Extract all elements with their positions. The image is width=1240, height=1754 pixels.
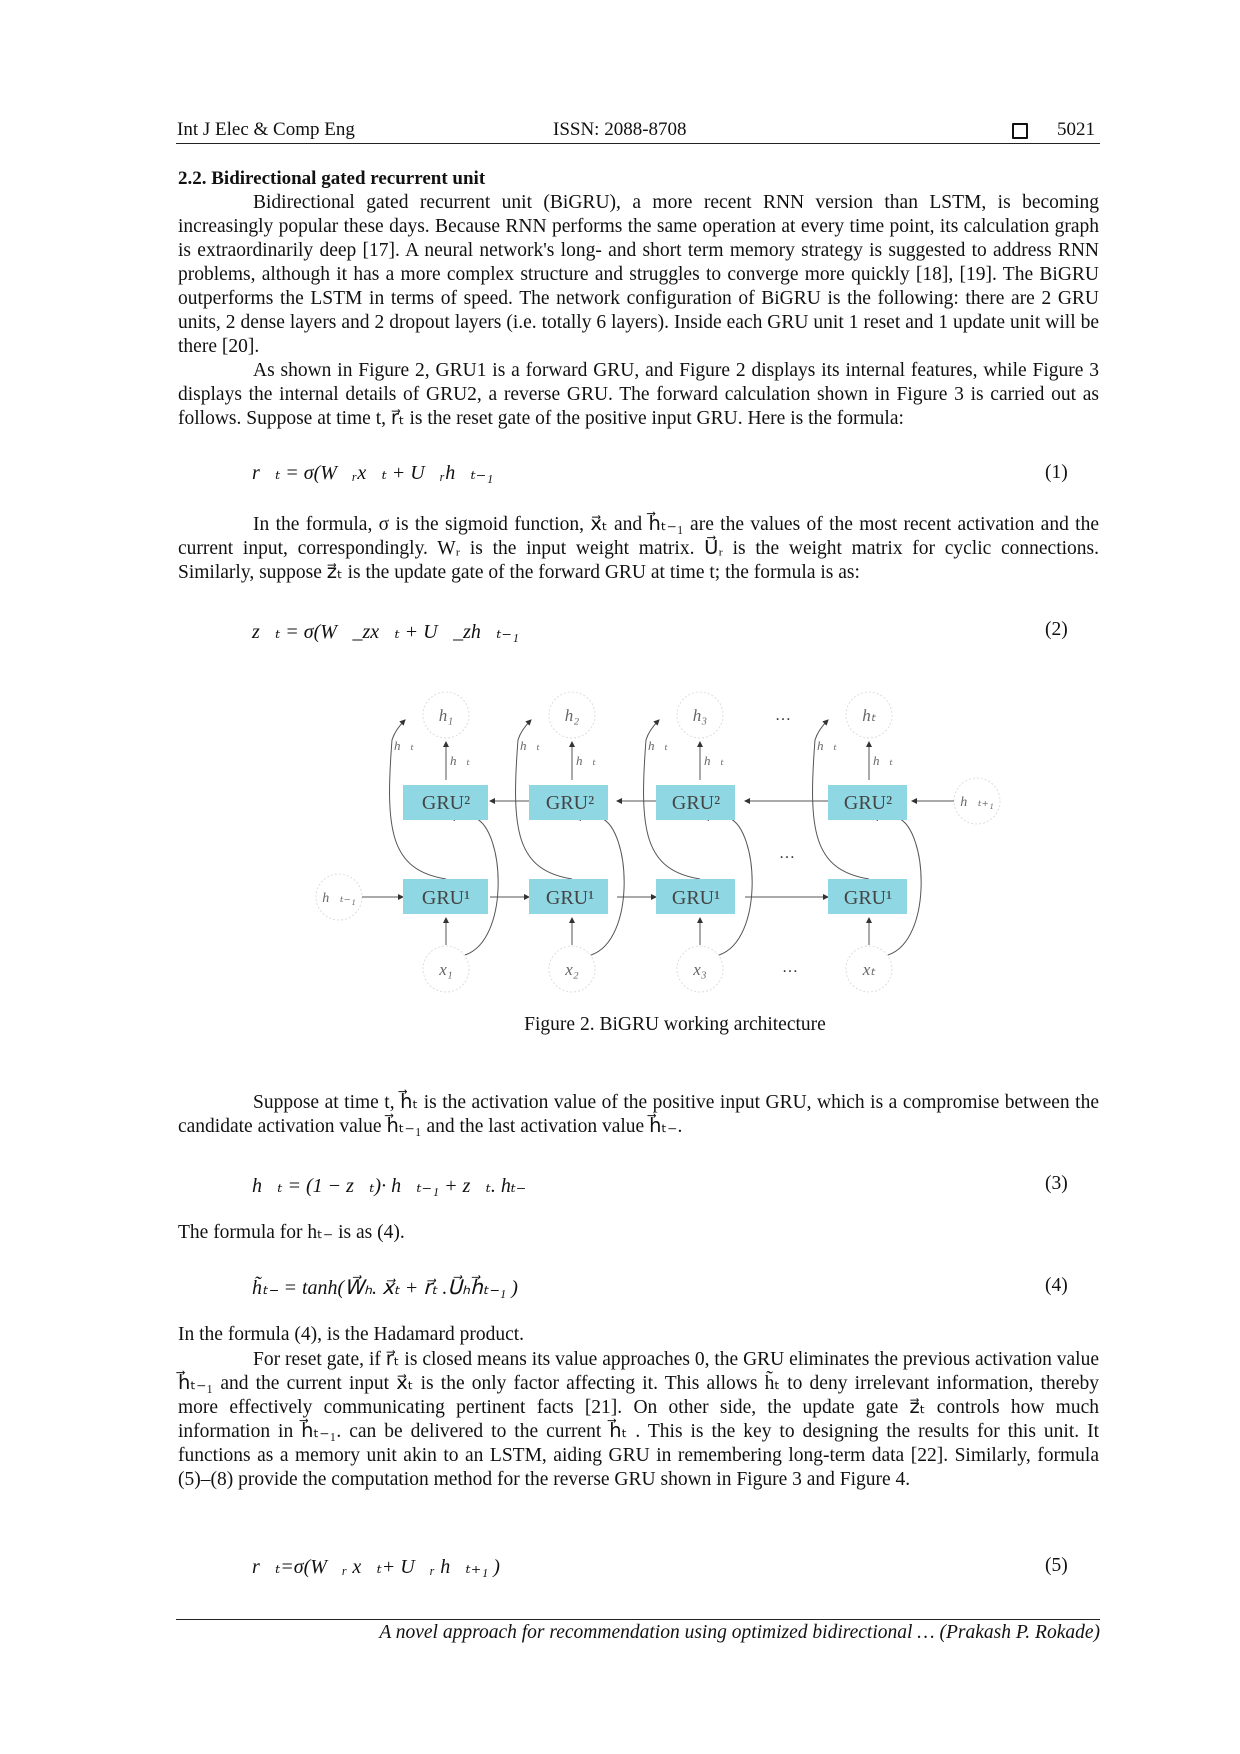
h-backward-label: h⃖ₜ: [704, 753, 725, 768]
equation-3: h⃗ₜ = (1 − z⃗ₜ)· h⃗ₜ₋₁ + z⃗ₜ. hₜ₋: [252, 1175, 527, 1197]
journal-name: Int J Elec & Comp Eng: [177, 119, 355, 140]
equation-number: (2): [1045, 619, 1068, 640]
equation-number: (4): [1045, 1275, 1068, 1296]
output-node: hₜ: [862, 706, 877, 725]
square-icon: [1012, 123, 1028, 139]
equation-number: (3): [1045, 1173, 1068, 1194]
h-forward-label: h⃗ₜ: [648, 738, 669, 753]
header-rule: [176, 143, 1100, 144]
footer-rule: [176, 1619, 1100, 1620]
ellipsis: …: [779, 845, 795, 862]
h-backward-label: h⃖ₜ: [576, 753, 597, 768]
paragraph: In the formula (4), is the Hadamard prod…: [178, 1324, 525, 1345]
gru2-box: GRU²: [844, 792, 892, 814]
h-prev-node: h⃗ₜ₋₁: [322, 891, 356, 906]
equation-4: h̃ₜ₋ = tanh(W⃗ₕ. x⃗ₜ + r⃗ₜ .U⃗ₕh⃗ₜ₋₁ ): [252, 1277, 518, 1299]
figure-caption: Figure 2. BiGRU working architecture: [524, 1014, 826, 1035]
h-next-node: h⃖ₜ₊₁: [960, 795, 994, 810]
equation-5: r⃖ₜ=σ(W⃖ᵣ x⃖ₜ+ U⃖ᵣ h⃖ₜ₊₁ ): [252, 1556, 500, 1578]
section-heading: 2.2. Bidirectional gated recurrent unit: [178, 168, 486, 189]
equation-number: (5): [1045, 1555, 1068, 1576]
page-number: 5021: [1057, 119, 1095, 140]
h-backward-label: h⃖ₜ: [873, 753, 894, 768]
h-forward-label: h⃗ₜ: [817, 738, 838, 753]
input-node: x₂: [564, 960, 579, 979]
paragraph: In the formula, σ is the sigmoid functio…: [178, 514, 1099, 583]
h-forward-label: h⃗ₜ: [394, 738, 415, 753]
paragraph: As shown in Figure 2, GRU1 is a forward …: [178, 360, 1099, 429]
running-footer: A novel approach for recommendation usin…: [379, 1622, 1100, 1643]
output-node: h₃: [693, 706, 708, 725]
gru1-box: GRU¹: [546, 887, 594, 909]
equation-2: z⃗ₜ = σ(W⃗_zx⃗ₜ + U⃗_zh⃗ₜ₋₁: [252, 621, 519, 643]
ellipsis: …: [782, 959, 798, 976]
input-node: xₜ: [862, 960, 877, 979]
equation-number: (1): [1045, 462, 1068, 483]
gru2-box: GRU²: [546, 792, 594, 814]
paragraph: Bidirectional gated recurrent unit (BiGR…: [178, 192, 1099, 357]
input-node: x₁: [438, 960, 452, 979]
paragraph: Suppose at time t, h⃗ₜ is the activation…: [178, 1092, 1099, 1137]
bigru-diagram: GRU² GRU² GRU² GRU² GRU¹ GRU¹ GRU¹ GRU¹ …: [315, 691, 1001, 993]
ellipsis: …: [775, 707, 791, 724]
input-node: x₃: [692, 960, 707, 979]
gru1-box: GRU¹: [844, 887, 892, 909]
equation-1: r⃗ₜ = σ(W⃗ᵣx⃗ₜ + U⃗ᵣh⃗ₜ₋₁: [252, 462, 494, 484]
gru1-box: GRU¹: [672, 887, 720, 909]
output-node: h₁: [439, 706, 453, 725]
paragraph: For reset gate, if r⃗ₜ is closed means i…: [178, 1349, 1099, 1490]
paragraph: The formula for hₜ₋ is as (4).: [178, 1222, 405, 1243]
gru2-box: GRU²: [672, 792, 720, 814]
gru1-box: GRU¹: [422, 887, 470, 909]
gru2-box: GRU²: [422, 792, 470, 814]
h-backward-label: h⃖ₜ: [450, 753, 471, 768]
output-node: h₂: [565, 706, 580, 725]
section-body: 2.2. Bidirectional gated recurrent unit …: [178, 167, 1099, 431]
issn: ISSN: 2088-8708: [553, 119, 687, 140]
h-forward-label: h⃗ₜ: [520, 738, 541, 753]
